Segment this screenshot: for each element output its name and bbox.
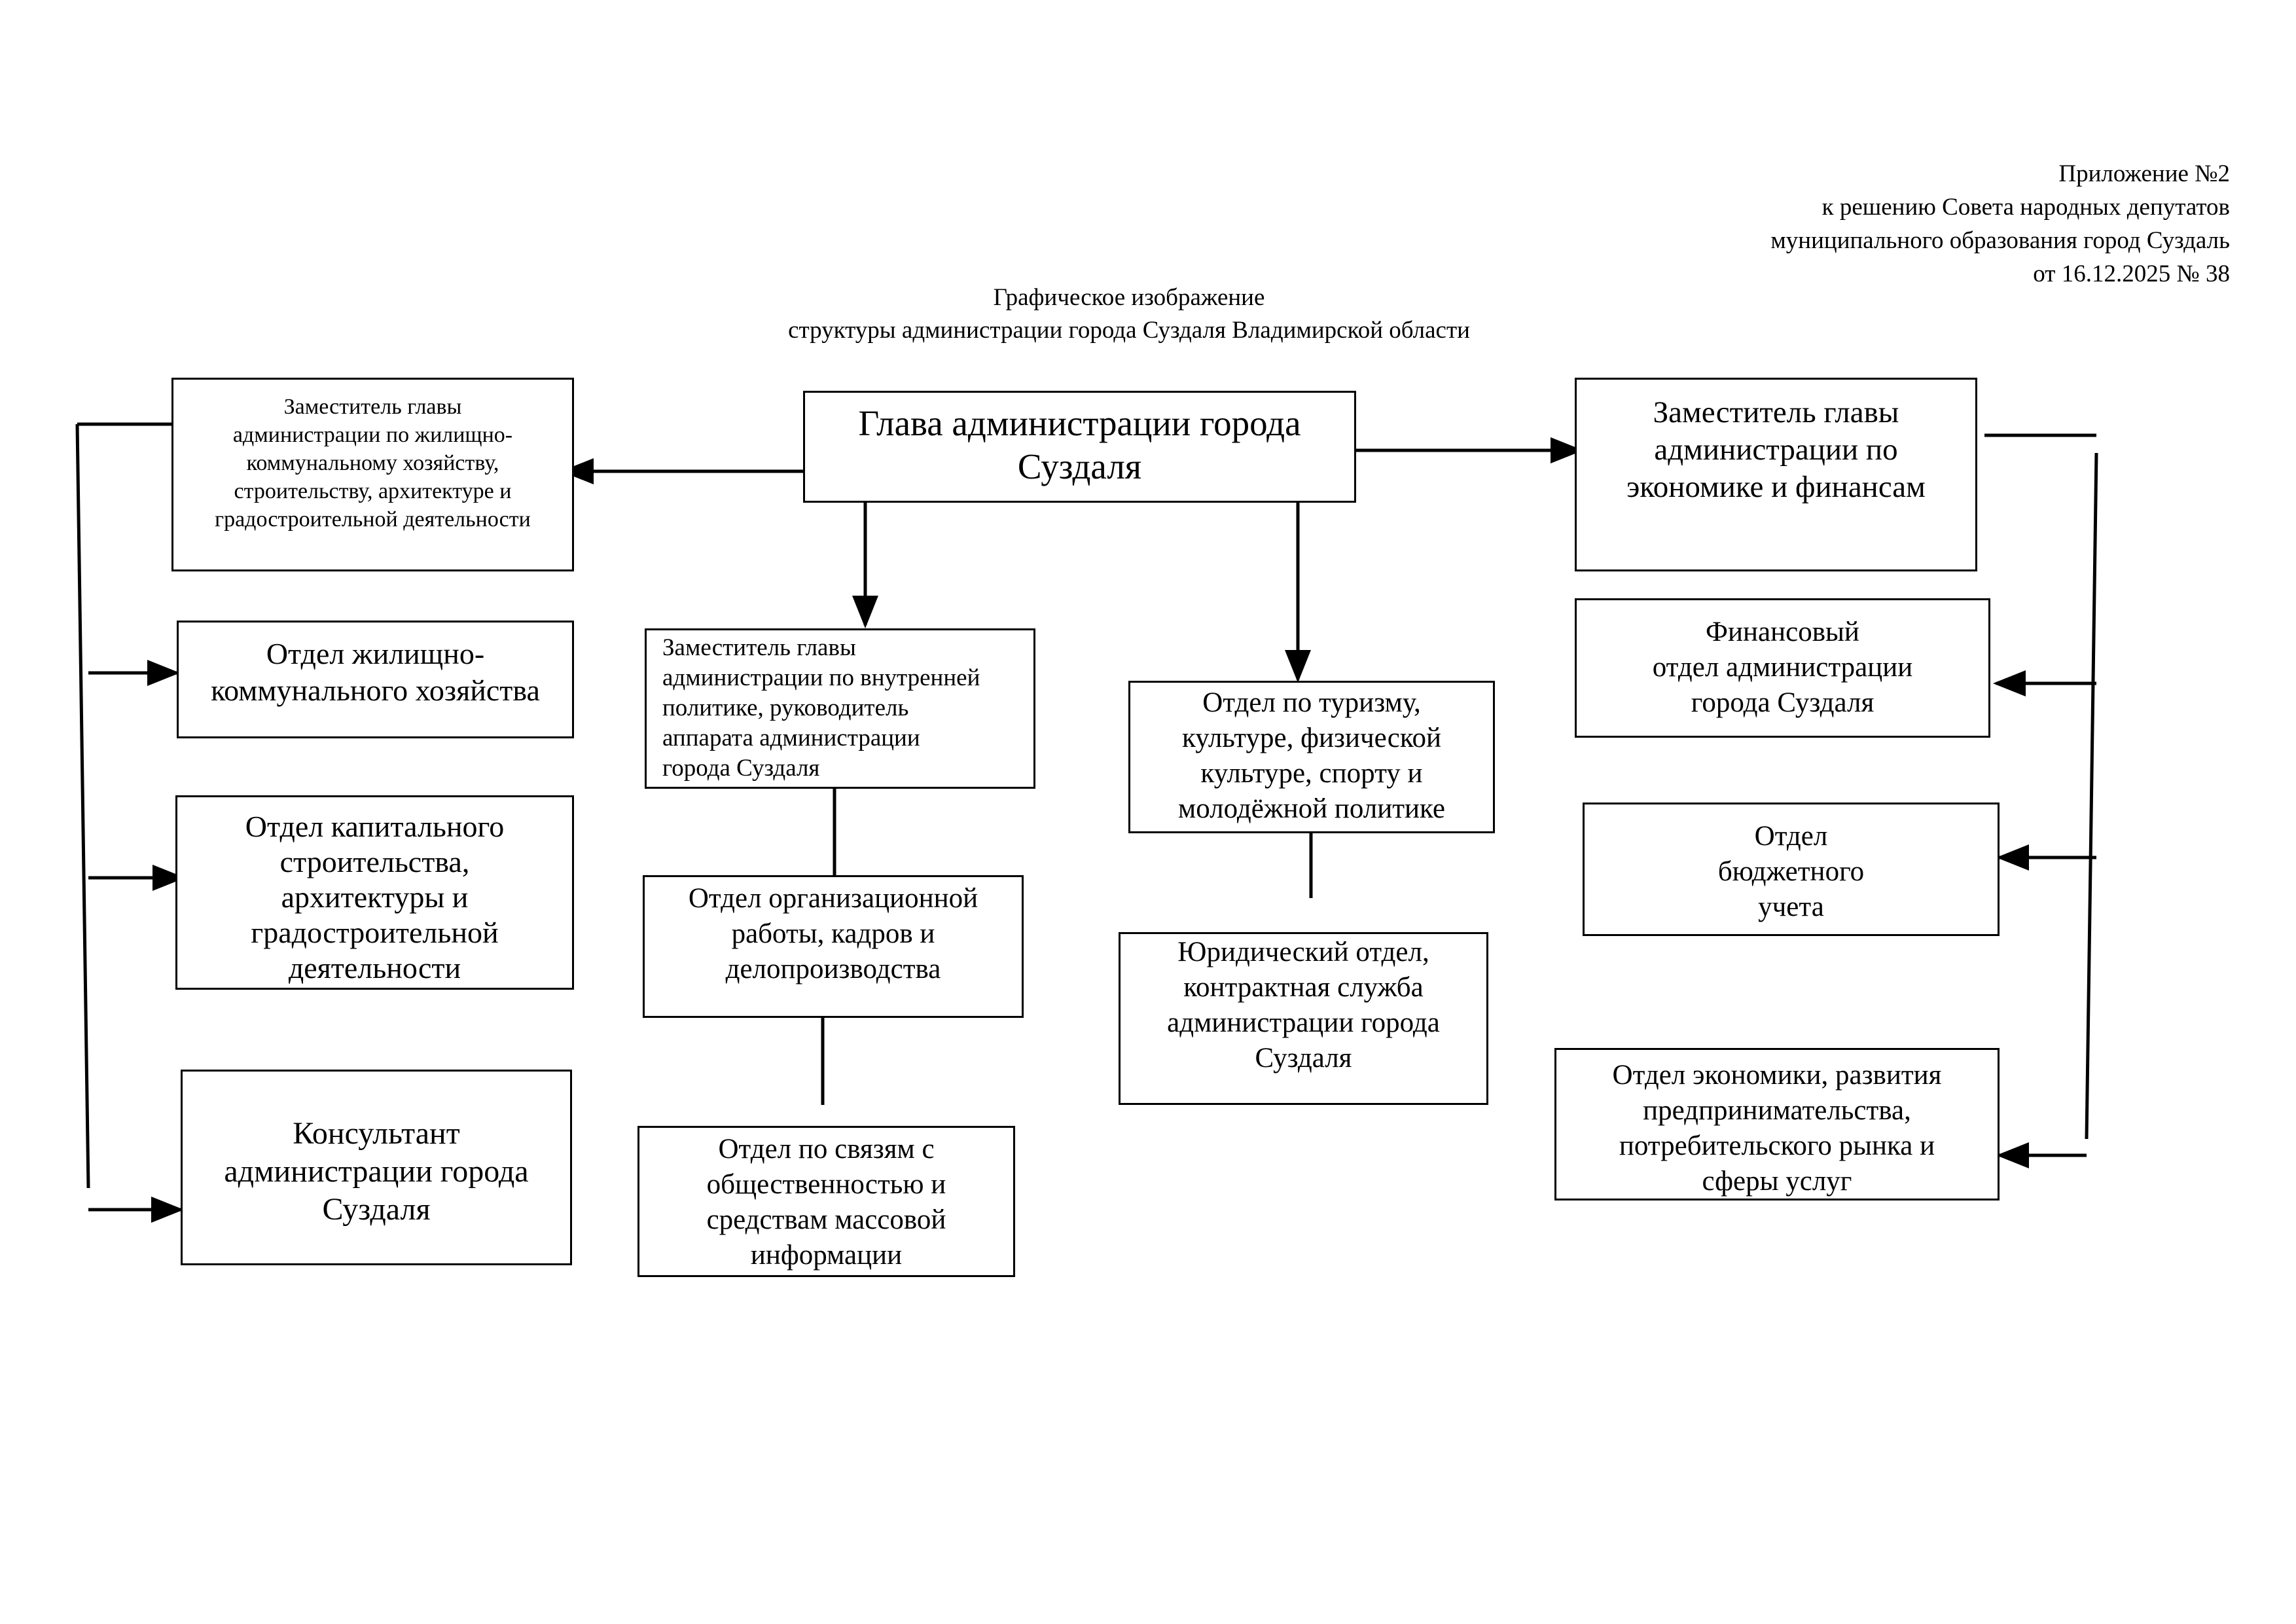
- dept-construction-box: Отдел капитального строительства, архите…: [175, 795, 574, 990]
- box-line: Отдел организационной: [688, 883, 978, 914]
- title-line: Графическое изображение: [993, 284, 1265, 311]
- box-line: учета: [1758, 892, 1824, 922]
- box-line: потребительского рынка и: [1619, 1130, 1935, 1161]
- box-line: администрации по внутренней: [662, 664, 980, 691]
- box-line: Отдел: [1754, 821, 1828, 852]
- box-line: молодёжной политике: [1178, 793, 1445, 824]
- consultant-box: Консультант администрации города Суздаля: [181, 1070, 572, 1265]
- dept-tourism-box: Отдел по туризму, культуре, физической к…: [1128, 681, 1495, 833]
- dept-economics-box: Отдел экономики, развития предпринимател…: [1554, 1048, 2000, 1200]
- box-line: администрации города: [1167, 1007, 1440, 1038]
- box-line: Суздаля: [322, 1192, 431, 1227]
- dept-organization-box: Отдел организационной работы, кадров и д…: [643, 875, 1024, 1018]
- box-line: Суздаля: [1017, 446, 1142, 486]
- box-line: администрации по: [1654, 433, 1898, 467]
- box-line: делопроизводства: [725, 954, 941, 984]
- bracket-right-vertical: [2085, 452, 2098, 1140]
- dept-housing-box: Отдел жилищно- коммунального хозяйства: [177, 621, 574, 738]
- box-line: бюджетного: [1717, 856, 1865, 887]
- box-line: экономике и финансам: [1626, 470, 1926, 504]
- box-line: культуре, спорту и: [1200, 758, 1423, 789]
- header-line: от 16.12.2025 № 38: [2033, 261, 2230, 287]
- title-line: структуры администрации города Суздаля В…: [788, 317, 1470, 344]
- box-line: Отдел капитального: [245, 810, 505, 843]
- diagram-title: Графическое изображение структуры админи…: [655, 281, 1604, 347]
- box-line: Финансовый: [1706, 617, 1859, 647]
- dept-legal-box: Юридический отдел, контрактная служба ад…: [1119, 932, 1488, 1105]
- box-line: предпринимательства,: [1643, 1095, 1911, 1126]
- box-line: Заместитель главы: [1653, 395, 1899, 429]
- box-line: культуре, физической: [1181, 723, 1442, 753]
- header-line: Приложение №2: [2058, 160, 2230, 187]
- box-line: Глава администрации города: [858, 403, 1301, 443]
- box-line: администрации города: [224, 1154, 529, 1189]
- box-line: Отдел по туризму,: [1202, 687, 1421, 718]
- box-line: средствам массовой: [706, 1204, 946, 1235]
- dept-budget-box: Отдел бюджетного учета: [1583, 803, 2000, 936]
- box-line: градостроительной деятельности: [215, 507, 531, 532]
- deputy-internal-policy-box: Заместитель главы администрации по внутр…: [645, 628, 1035, 789]
- box-line: Юридический отдел,: [1177, 937, 1429, 967]
- box-line: аппарата администрации: [662, 725, 920, 751]
- box-line: Отдел по связям с: [718, 1134, 935, 1164]
- dept-public-relations-box: Отдел по связям с общественностью и сред…: [637, 1126, 1015, 1277]
- deputy-economy-box: Заместитель главы администрации по эконо…: [1575, 378, 1977, 571]
- box-line: администрации по жилищно-: [232, 423, 513, 447]
- box-line: деятельности: [288, 951, 461, 984]
- box-line: политике, руководитель: [662, 695, 909, 721]
- box-line: отдел администрации: [1652, 652, 1913, 683]
- box-line: коммунальному хозяйству,: [246, 451, 499, 475]
- head-of-administration-box: Глава администрации города Суздаля: [803, 391, 1356, 503]
- box-line: Суздаля: [1255, 1043, 1352, 1074]
- box-line: общественностью и: [706, 1169, 946, 1200]
- box-line: архитектуры и: [281, 880, 469, 914]
- box-line: Отдел жилищно-: [266, 637, 485, 670]
- box-line: Консультант: [293, 1116, 460, 1151]
- box-line: Отдел экономики, развития: [1612, 1060, 1942, 1091]
- bracket-left-vertical: [75, 424, 90, 1189]
- header-line: муниципального образования город Суздаль: [1770, 227, 2230, 254]
- box-line: информации: [750, 1240, 903, 1271]
- box-line: градостроительной: [251, 916, 499, 949]
- box-line: работы, кадров и: [731, 918, 935, 949]
- box-line: контрактная служба: [1183, 972, 1424, 1003]
- box-line: строительству, архитектуре и: [234, 479, 512, 503]
- box-line: строительства,: [279, 845, 470, 878]
- box-line: коммунального хозяйства: [211, 674, 540, 707]
- dept-finance-box: Финансовый отдел администрации города Су…: [1575, 598, 1990, 738]
- deputy-housing-box: Заместитель главы администрации по жилищ…: [171, 378, 574, 571]
- box-line: Заместитель главы: [283, 395, 462, 419]
- box-line: города Суздаля: [1691, 687, 1874, 718]
- box-line: сферы услуг: [1702, 1166, 1852, 1197]
- document-header: Приложение №2 к решению Совета народных …: [1444, 157, 2230, 291]
- box-line: Заместитель главы: [662, 634, 856, 661]
- header-line: к решению Совета народных депутатов: [1821, 194, 2230, 221]
- box-line: города Суздаля: [662, 755, 820, 782]
